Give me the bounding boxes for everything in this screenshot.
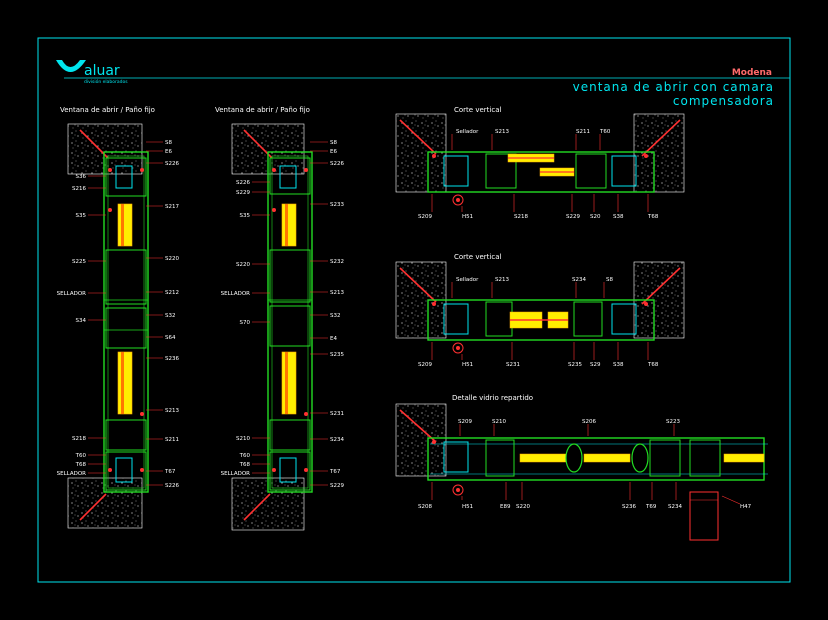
label-h47: H47 — [740, 504, 752, 510]
label-s226: S226 — [165, 161, 179, 167]
label-s209: S209 — [418, 362, 432, 368]
label-s32: S32 — [165, 313, 176, 319]
label-s217: S217 — [165, 204, 179, 210]
label-s226: S226 — [330, 161, 344, 167]
label-s225: S225 — [72, 259, 86, 265]
label-t68: T68 — [647, 214, 659, 220]
label-s235: S235 — [330, 352, 344, 358]
label-s210: S210 — [492, 419, 506, 425]
horizontal-section-top: Corte vertical Sellador S213 S211 T60 S2… — [395, 106, 685, 220]
label-s218: S218 — [72, 436, 86, 442]
label-s8: S8 — [165, 140, 172, 146]
label-s36: S36 — [76, 174, 87, 180]
label-s220: S220 — [165, 256, 179, 262]
label-e4: E4 — [330, 336, 337, 342]
label-s206: S206 — [582, 419, 596, 425]
label-s209: S209 — [418, 214, 432, 220]
label-s233: S233 — [330, 202, 344, 208]
label-s213: S213 — [330, 290, 344, 296]
label-s8: S8 — [330, 140, 337, 146]
wall-bottom-1 — [67, 477, 143, 529]
label-s235: S235 — [568, 362, 582, 368]
label-s232: S232 — [330, 259, 344, 265]
vertical-section-2: Ventana de abrir / Paño fijo — [215, 106, 344, 531]
section-title-col1: Ventana de abrir / Paño fijo — [60, 106, 155, 114]
label-t68: T68 — [647, 362, 659, 368]
logo-subtitle: división elaborados — [84, 78, 128, 85]
label-s220: S220 — [236, 262, 250, 268]
label-s34: S34 — [76, 318, 87, 324]
label-sellador-2: SELLADOR — [57, 471, 87, 477]
label-s209: S209 — [458, 419, 472, 425]
section-title-top: Corte vertical — [454, 106, 501, 114]
label-s211: S211 — [576, 129, 590, 135]
horizontal-section-middle: Corte vertical Sellador S213 S234 S8 S20… — [395, 253, 685, 368]
section-title-bot: Detalle vidrio repartido — [452, 394, 533, 402]
vertical-section-1: Ventana de abrir / Paño fijo — [57, 106, 179, 529]
label-s20: S20 — [590, 214, 601, 220]
label-s229: S229 — [566, 214, 580, 220]
label-s236: S236 — [165, 356, 179, 362]
drawing-frame — [37, 37, 791, 583]
section-title-mid: Corte vertical — [454, 253, 501, 261]
label-s35: S35 — [240, 213, 251, 219]
label-s223: S223 — [666, 419, 680, 425]
label-h51: H51 — [462, 362, 473, 368]
label-h51: H51 — [462, 214, 473, 220]
title-line1: ventana de abrir con camara — [573, 80, 774, 94]
label-t60: T60 — [599, 129, 611, 135]
detail-section-bottom: Detalle vidrio repartido S209 S210 S206 — [395, 394, 768, 541]
label-s226-b: S226 — [236, 180, 250, 186]
logo-text: aluar — [84, 63, 120, 79]
label-s213: S213 — [495, 129, 509, 135]
label-s213: S213 — [165, 408, 179, 414]
label-t60: T60 — [239, 453, 251, 459]
label-s212: S212 — [165, 290, 179, 296]
label-s218: S218 — [514, 214, 528, 220]
label-sellador: Sellador — [456, 129, 479, 135]
label-e89: E89 — [500, 504, 511, 510]
label-s229: S229 — [236, 190, 250, 196]
label-t60: T60 — [75, 453, 87, 459]
label-t67: T67 — [329, 469, 341, 475]
label-s29: S29 — [590, 362, 601, 368]
label-s213: S213 — [495, 277, 509, 283]
title-main: Modena — [732, 68, 772, 78]
label-s208: S208 — [418, 504, 432, 510]
label-e6: E6 — [330, 149, 337, 155]
label-sellador: SELLADOR — [221, 291, 251, 297]
label-s38: S38 — [613, 214, 624, 220]
label-s234: S234 — [668, 504, 682, 510]
title-line2: compensadora — [673, 94, 774, 108]
label-t68: T68 — [239, 462, 251, 468]
label-s8: S8 — [606, 277, 613, 283]
label-s216: S216 — [72, 186, 86, 192]
label-s231: S231 — [506, 362, 520, 368]
label-s32: S32 — [330, 313, 341, 319]
label-e6: E6 — [165, 149, 172, 155]
label-s210: S210 — [236, 436, 250, 442]
label-sellador: SELLADOR — [57, 291, 87, 297]
label-s236: S236 — [622, 504, 636, 510]
label-s211: S211 — [165, 437, 179, 443]
label-s226-2: S226 — [165, 483, 179, 489]
label-s38: S38 — [613, 362, 624, 368]
label-s220: S220 — [516, 504, 530, 510]
label-s231: S231 — [330, 411, 344, 417]
label-sellador: Sellador — [456, 277, 479, 283]
label-t67: T67 — [164, 469, 176, 475]
label-t69: T69 — [645, 504, 657, 510]
label-t68: T68 — [75, 462, 87, 468]
label-s234: S234 — [572, 277, 586, 283]
label-s234: S234 — [330, 437, 344, 443]
label-s35: S35 — [76, 213, 87, 219]
label-s64: S64 — [165, 335, 176, 341]
label-h51: H51 — [462, 504, 473, 510]
section-title-col2: Ventana de abrir / Paño fijo — [215, 106, 310, 114]
aluar-logo: aluar división elaborados — [56, 60, 128, 85]
label-s229-2: S229 — [330, 483, 344, 489]
label-sellador-2: SELLADOR — [221, 471, 251, 477]
label-s70: S70 — [240, 320, 251, 326]
